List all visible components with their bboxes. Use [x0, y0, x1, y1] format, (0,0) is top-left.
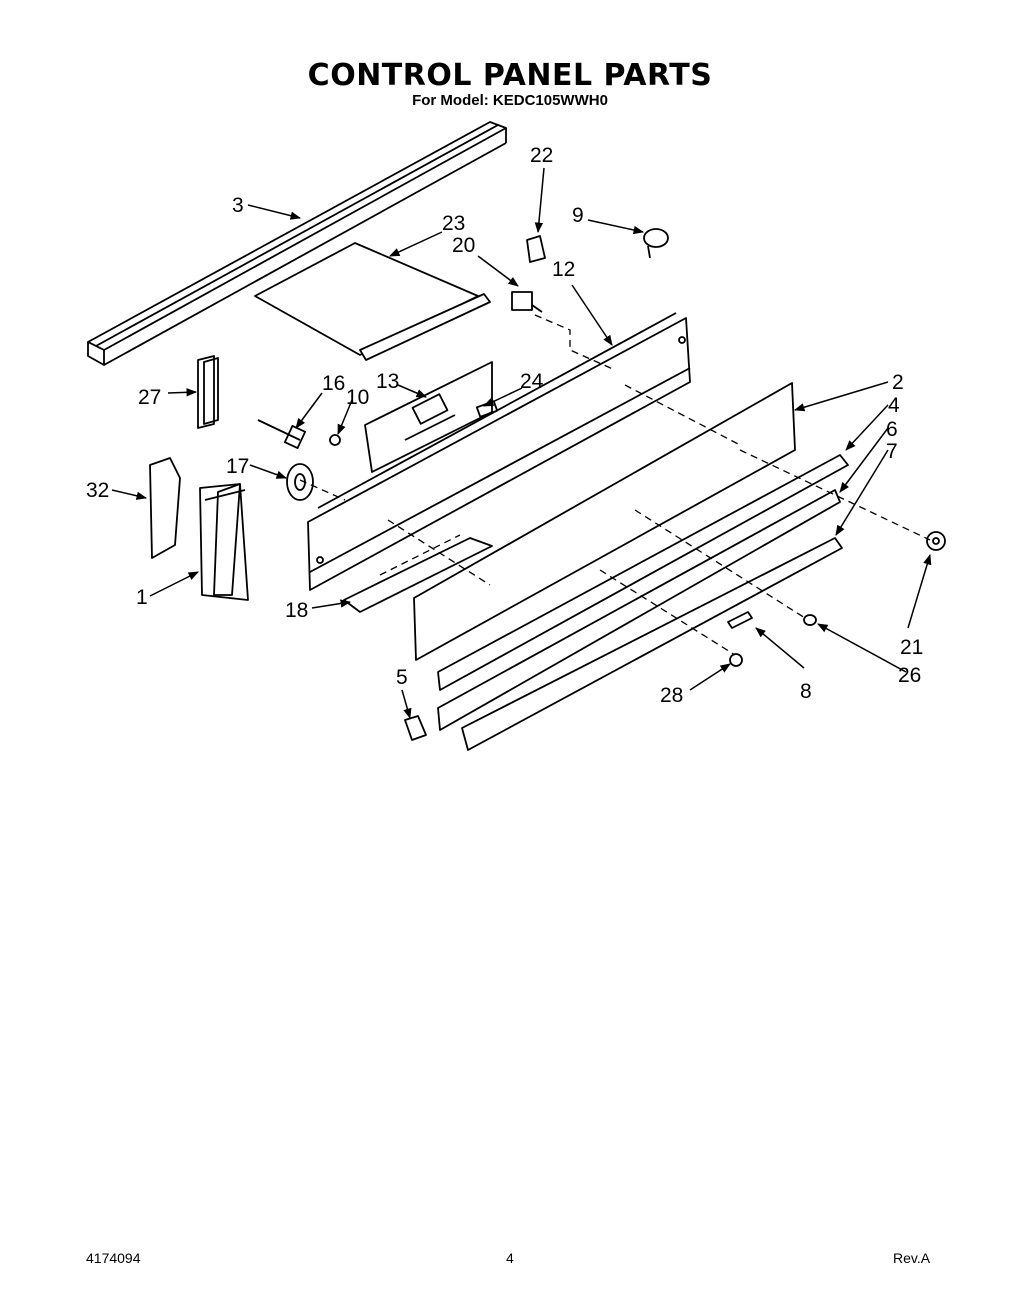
part-21-knob: [926, 531, 946, 551]
callout-2: 2: [892, 371, 904, 394]
callout-24: 24: [520, 370, 544, 393]
doc-number: 4174094: [86, 1250, 141, 1266]
page-title: CONTROL PANEL PARTS: [307, 58, 713, 93]
callout-8: 8: [800, 680, 812, 703]
part-9-knob: [643, 228, 669, 259]
callout-6: 6: [886, 418, 898, 441]
callout-17: 17: [226, 455, 249, 478]
callout-27: 27: [138, 386, 161, 409]
revision: Rev.A: [893, 1250, 931, 1266]
callout-10: 10: [346, 386, 369, 409]
callout-12: 12: [552, 258, 575, 281]
part-3-top-trim: [87, 121, 507, 366]
callout-13: 13: [376, 370, 399, 393]
callout-3: 3: [232, 194, 244, 217]
callout-labels: 3 23 22 9 20 12 27 16 10 13 24 17 32 1 1…: [86, 144, 923, 707]
part-28-screw: [729, 653, 743, 667]
part-20-switch: [511, 291, 543, 313]
part-22-clip: [526, 235, 546, 263]
callout-7: 7: [886, 440, 898, 463]
callout-9: 9: [572, 204, 584, 227]
part-12-backing: [307, 312, 691, 591]
part-32-bracket: [149, 457, 181, 559]
callout-28: 28: [660, 684, 683, 707]
part-18-plate: [343, 537, 493, 613]
part-24-lamp: [475, 400, 499, 418]
part-5-endcap: [404, 715, 427, 741]
part-4-strip: [437, 454, 849, 691]
part-10-screw: [329, 434, 341, 446]
part-26-spring: [803, 614, 817, 626]
page-number: 4: [506, 1250, 514, 1266]
part-23-sheet: [254, 242, 491, 361]
part-17-clip: [286, 463, 314, 501]
part-7-strip: [461, 537, 843, 751]
callout-5: 5: [396, 666, 408, 689]
callout-26: 26: [898, 664, 921, 687]
callout-23: 23: [442, 212, 465, 235]
callout-32: 32: [86, 479, 109, 502]
callout-20: 20: [452, 234, 475, 257]
callout-21: 21: [900, 636, 923, 659]
callout-16: 16: [322, 372, 345, 395]
assembly-lines: [299, 314, 931, 656]
part-1-side-bracket: [199, 483, 249, 601]
callout-18: 18: [285, 599, 308, 622]
leader-lines: [111, 167, 932, 720]
part-8-clip: [727, 611, 753, 629]
model-subtitle: For Model: KEDC105WWH0: [412, 92, 608, 109]
part-16-sensor: [257, 419, 307, 450]
callout-4: 4: [888, 394, 900, 417]
callout-1: 1: [136, 586, 148, 609]
part-27-bracket: [197, 355, 219, 429]
part-6-strip: [437, 489, 841, 731]
callout-22: 22: [530, 144, 553, 167]
part-2-front-panel: [413, 382, 796, 661]
